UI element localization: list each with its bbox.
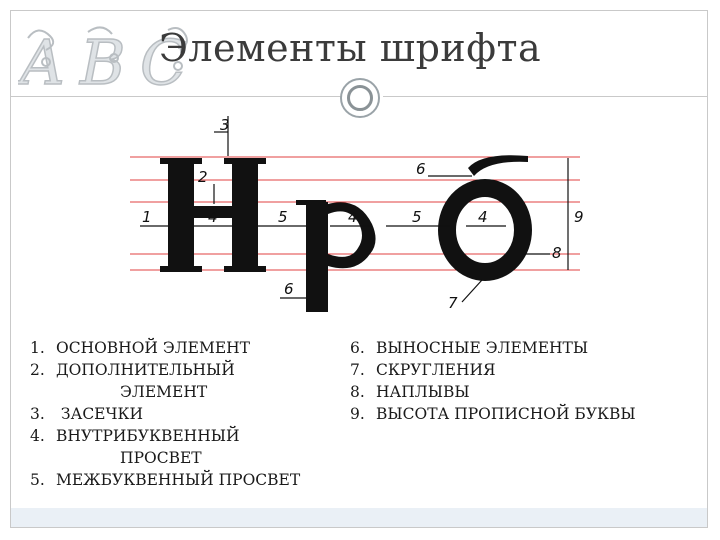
legend-item-text: МЕЖБУКВЕННЫЙ ПРОСВЕТ xyxy=(56,471,301,489)
callout-5a: 5 xyxy=(278,208,288,226)
title-divider-right xyxy=(383,96,707,97)
legend-item-text: ПРОСВЕТ xyxy=(56,449,202,467)
letter-be-glyph xyxy=(438,155,532,281)
legend-item-number: 3. xyxy=(30,405,45,423)
callout-4a: 4 xyxy=(208,208,218,226)
callout-5b: 5 xyxy=(412,208,422,226)
legend-item: 1. ОСНОВНОЙ ЭЛЕМЕНТ xyxy=(30,337,370,359)
legend-item-number: 9. xyxy=(350,405,365,423)
legend-item-text: ЭЛЕМЕНТ xyxy=(56,383,208,401)
callout-4b: 4 xyxy=(348,208,358,226)
measurement-arrows xyxy=(140,116,569,303)
legend-item-number: 5. xyxy=(30,471,45,489)
callout-1: 1 xyxy=(142,208,152,226)
deco-letter-c: C xyxy=(140,26,187,96)
legend-item-text: НАПЛЫВЫ xyxy=(376,383,470,401)
legend-item: ПРОСВЕТ xyxy=(30,447,370,469)
title-divider-left xyxy=(11,96,341,97)
legend-item-number: 4. xyxy=(30,427,45,445)
legend-item-number xyxy=(30,447,56,469)
legend-item: 5. МЕЖБУКВЕННЫЙ ПРОСВЕТ xyxy=(30,469,370,491)
deco-letter-a: A xyxy=(18,26,65,96)
letter-er-glyph xyxy=(296,200,376,312)
legend-item: 3. ЗАСЕЧКИ xyxy=(30,403,370,425)
legend-item-text: ДОПОЛНИТЕЛЬНЫЙ xyxy=(56,361,235,379)
legend-item-text: ЗАСЕЧКИ xyxy=(56,405,143,423)
callout-9: 9 xyxy=(574,208,584,226)
arrow-7 xyxy=(461,279,483,303)
callout-8: 8 xyxy=(552,244,562,262)
legend-item: 2. ДОПОЛНИТЕЛЬНЫЙ xyxy=(30,359,370,381)
legend-item-text: ОСНОВНОЙ ЭЛЕМЕНТ xyxy=(56,339,250,357)
legend-item-text: ВНУТРИБУКВЕННЫЙ xyxy=(56,427,240,445)
deco-letter-b: B xyxy=(79,26,126,96)
legend-item-number: 2. xyxy=(30,361,45,379)
legend-item: ЭЛЕМЕНТ xyxy=(30,381,370,403)
ornamental-letters-decoration: A B C xyxy=(18,25,188,96)
callout-2: 2 xyxy=(198,168,208,186)
legend-item-number: 6. xyxy=(350,339,365,357)
slide-footer-band xyxy=(11,508,707,527)
legend-item: 4. ВНУТРИБУКВЕННЫЙ xyxy=(30,425,370,447)
legend-item-number xyxy=(30,381,56,403)
legend-item-number: 8. xyxy=(350,383,365,401)
font-elements-diagram: 3 2 1 4 5 4 5 4 6 9 8 6 7 xyxy=(130,116,584,312)
legend-right-list: 6. ВЫНОСНЫЕ ЭЛЕМЕНТЫ 7. СКРУГЛЕНИЯ 8. НАПЛЫ… xyxy=(350,337,710,425)
legend-left-list: 1. ОСНОВНОЙ ЭЛЕМЕНТ 2. ДОПОЛНИТЕЛЬНЫЙ ЭЛЕМ… xyxy=(30,337,370,491)
legend-item-text: ВЫСОТА ПРОПИСНОЙ БУКВЫ xyxy=(376,405,636,423)
callout-6a: 6 xyxy=(416,160,426,178)
legend-item: 6. ВЫНОСНЫЕ ЭЛЕМЕНТЫ xyxy=(350,337,710,359)
callout-6b: 6 xyxy=(284,280,294,298)
ring-ornament xyxy=(340,78,380,118)
slide-frame xyxy=(10,10,708,528)
legend-item: 8. НАПЛЫВЫ xyxy=(350,381,710,403)
legend-item-text: СКРУГЛЕНИЯ xyxy=(376,361,496,379)
callout-3: 3 xyxy=(220,116,230,134)
legend-item: 9. ВЫСОТА ПРОПИСНОЙ БУКВЫ xyxy=(350,403,710,425)
legend-item-number: 1. xyxy=(30,339,45,357)
callout-7: 7 xyxy=(448,294,458,312)
legend-item-number: 7. xyxy=(350,361,365,379)
legend-item: 7. СКРУГЛЕНИЯ xyxy=(350,359,710,381)
legend-item-text: ВЫНОСНЫЕ ЭЛЕМЕНТЫ xyxy=(376,339,589,357)
callout-4c: 4 xyxy=(478,208,488,226)
slide-title: Элементы шрифта xyxy=(158,26,542,70)
letter-en-glyph xyxy=(160,158,266,272)
